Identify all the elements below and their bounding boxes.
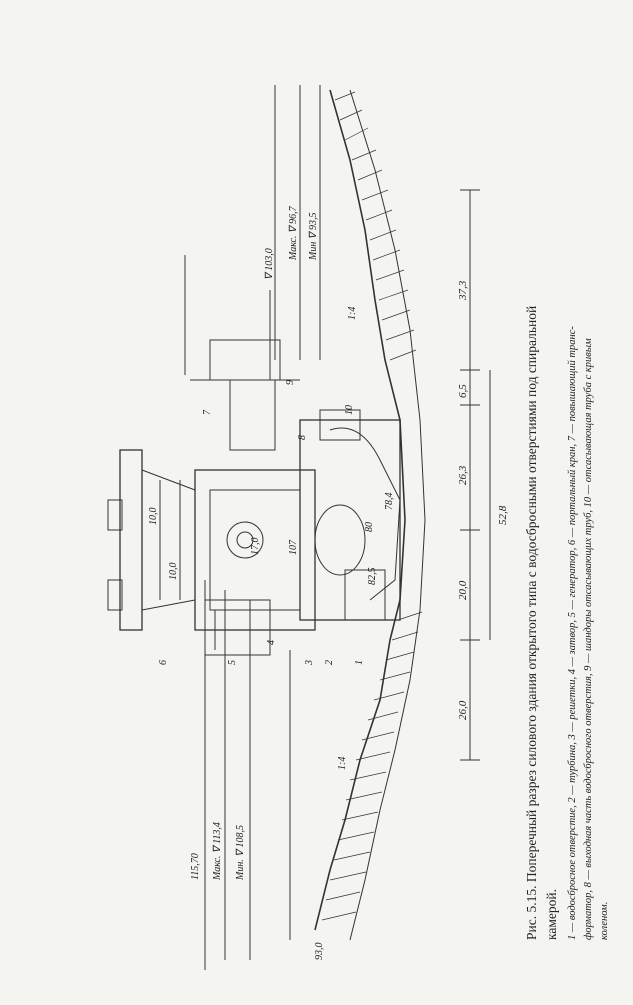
crane-leg-1 [141,469,196,491]
level-upstream-max: Макс. ∇ 113,4 [212,822,223,881]
crane-trolley-2 [107,579,123,611]
dimension-78-4: 78,4 [384,493,395,511]
intake-block [204,599,271,656]
callout-9: 9 [285,380,296,385]
level-upstream-min: Мин. ∇ 108,5 [235,825,246,881]
dimension-17-0: 17,0 [250,538,261,556]
level-tailwater-min: Мин ∇ 93,5 [308,213,319,261]
step-up-transformer [229,379,276,451]
dimension-37-3: 37,3 [457,280,469,301]
callout-3: 3 [304,660,315,666]
dimension-labels: 26,0 20,0 26,3 6,5 37,3 52,8 10,0 10,0 1… [148,280,509,770]
dimension-6-5: 6,5 [457,384,469,398]
dimension-80: 80 [364,522,375,532]
rock-hatching [321,91,423,921]
callout-8: 8 [297,435,308,440]
level-bottom-left: 93,0 [314,943,325,961]
dimension-26-3: 26,3 [457,465,469,485]
foundation-inner-outline [349,89,426,941]
caption-legend-line3: коленом. [599,902,610,940]
level-tailwater-max: Макс. ∇ 96,7 [288,205,299,261]
powerhouse-superstructure [194,469,316,631]
level-tailwater-top: ∇ 103,0 [264,248,275,280]
callout-numbers: 1 2 3 4 5 6 7 8 9 10 [158,380,365,666]
figure-caption: Рис. 5.15. Поперечный разрез силового зд… [524,306,610,940]
generator-rotor [236,531,254,549]
dimension-20-0: 20,0 [457,580,469,600]
caption-legend-line1: 1 — водосбросное отверстие, 2 — турбина,… [567,326,578,940]
draft-tube [329,427,401,601]
callout-6: 6 [158,660,169,665]
portal-crane-beam [119,449,143,631]
callout-4: 4 [266,640,277,645]
level-upstream-crest: 115,70 [190,853,201,880]
dimension-52-8: 52,8 [497,505,509,525]
caption-title-line2: камерой. [544,889,559,940]
generator [226,521,264,559]
dimension-26-0: 26,0 [457,700,469,720]
callout-5: 5 [227,660,238,665]
foundation-outline [314,89,406,931]
dimension-10-0-a: 10,0 [148,508,159,526]
caption-legend-line2: форматор, 8 — выходная часть водосбросно… [583,338,594,940]
caption-title-line1: Рис. 5.15. Поперечный разрез силового зд… [524,306,539,940]
turbine-spiral-casing [314,504,366,576]
callout-2: 2 [324,660,335,665]
crane-trolley [107,499,123,531]
callout-1: 1 [354,660,365,665]
crane-leg-2 [141,599,196,611]
callout-7: 7 [202,409,213,415]
spillway-outlet [319,409,361,441]
slope-downstream: 1:4 [347,307,358,320]
dimension-10-0-b: 10,0 [168,563,179,581]
slope-upstream: 1:4 [337,757,348,770]
callout-10: 10 [344,405,355,415]
spillway-opening [344,569,386,621]
drawing [107,85,491,970]
level-labels: 115,70 Макс. ∇ 113,4 Мин. ∇ 108,5 ∇ 103,… [190,205,325,960]
busbar-structure [209,339,281,381]
dimension-82-5: 82,5 [367,568,378,586]
dimension-107: 107 [288,539,299,555]
